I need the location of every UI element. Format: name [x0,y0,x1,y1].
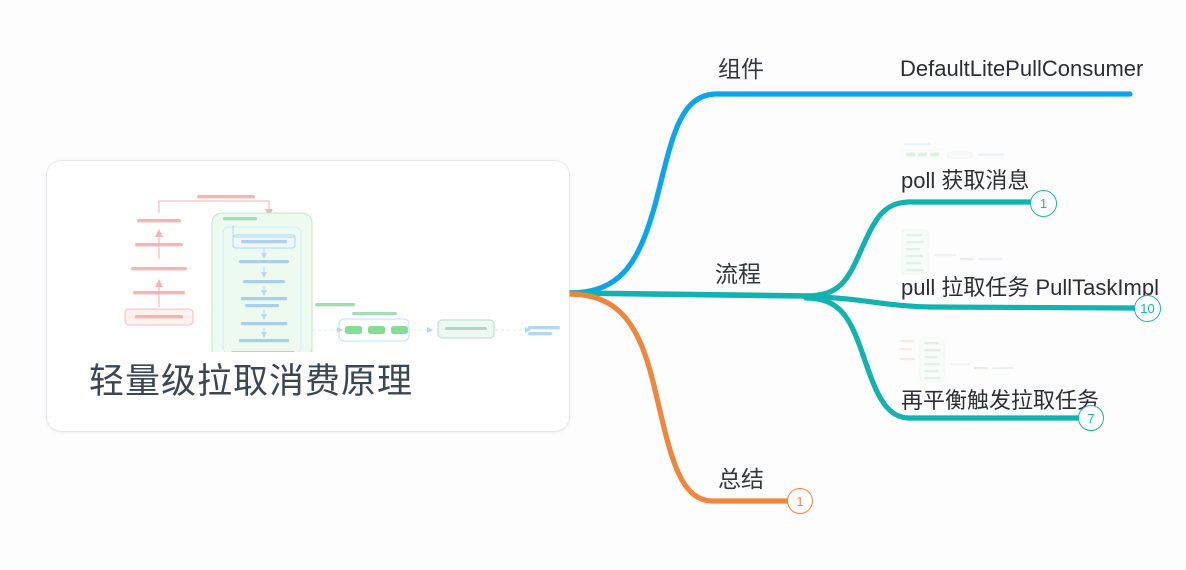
child-count-badge-rebalance[interactable]: 7 [1078,405,1104,431]
node-label-rebalance[interactable]: 再平衡触发拉取任务 [901,388,1100,413]
branch-label-process[interactable]: 流程 [715,261,761,287]
rebalance-flow-thumbnail [898,336,1018,386]
child-count-badge-poll[interactable]: 1 [1030,190,1057,217]
central-topic-card[interactable]: 轻量级拉取消费原理 [47,161,569,431]
branch-label-summary[interactable]: 总结 [718,466,764,492]
connector-process [565,290,811,299]
branch-label-components[interactable]: 组件 [718,56,764,82]
central-topic-title: 轻量级拉取消费原理 [89,362,414,401]
pull-task-flow-thumbnail [898,228,1018,278]
node-label-pull-task[interactable]: pull 拉取任务 PullTaskImpl [901,275,1159,300]
child-count-badge-pull-task[interactable]: 10 [1134,295,1161,322]
poll-flow-thumbnail [898,141,1018,165]
node-label-poll[interactable]: poll 获取消息 [901,168,1030,193]
central-thumbnail-image [47,167,569,352]
child-count-badge-summary[interactable]: 1 [787,488,813,514]
node-label-default-lite-pull-consumer[interactable]: DefaultLitePullConsumer [900,56,1144,81]
